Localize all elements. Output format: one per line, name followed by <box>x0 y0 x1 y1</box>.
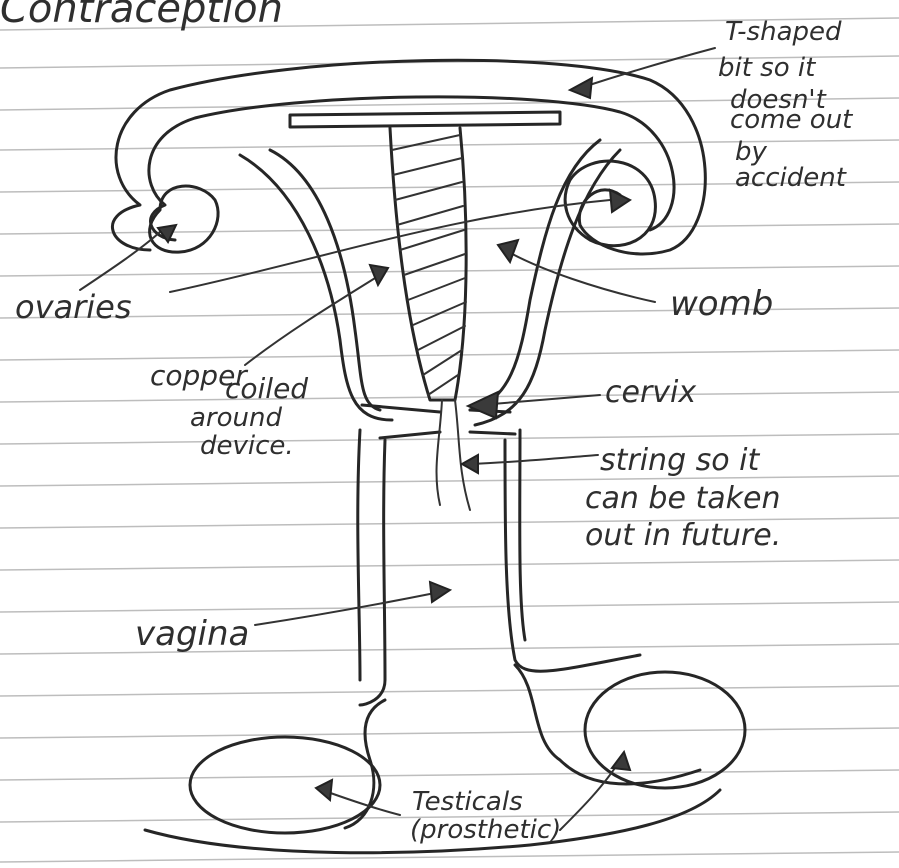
copper-arrowhead <box>370 265 388 285</box>
cervix-left <box>362 405 440 438</box>
label-t-shaped: T-shaped bit so it doesn't come out by a… <box>718 17 853 193</box>
copper-line-2: coiled <box>225 372 308 405</box>
page-title-partial: Contraception <box>0 0 283 32</box>
testicals-arrow-right <box>560 760 620 830</box>
testicals-line-2: (prosthetic) <box>410 815 561 845</box>
t-shaped-line-4: come out <box>730 105 853 135</box>
t-shaped-line-2: bit so it <box>718 53 816 83</box>
left-ovary-outline <box>150 186 218 252</box>
testicals-arrowhead-right <box>612 752 630 770</box>
string-line-1: string so it <box>600 443 761 478</box>
vagina-arrowhead <box>430 582 450 602</box>
copper-arrow <box>245 275 380 365</box>
label-copper: copper coiled around device. <box>150 359 308 461</box>
label-ovaries: ovaries <box>15 288 132 326</box>
label-womb: womb <box>670 284 773 324</box>
womb-arrow <box>505 250 655 302</box>
label-string: string so it can be taken out in future. <box>585 443 781 553</box>
womb-arrowhead <box>498 240 518 262</box>
string-line-2: can be taken <box>585 481 780 516</box>
copper-line-3: around <box>190 403 282 433</box>
string-arrow <box>470 455 598 464</box>
label-testicals: Testicals (prosthetic) <box>410 787 561 845</box>
label-cervix: cervix <box>605 375 696 410</box>
uterus-outer-outline <box>112 60 705 254</box>
t-shaped-arrowhead <box>570 78 592 98</box>
iud-crossbar <box>290 112 560 127</box>
copper-line-4: device. <box>200 431 294 461</box>
vagina-left-wall-outer <box>358 430 360 680</box>
iud-stem <box>390 128 466 400</box>
t-shaped-line-6: accident <box>735 163 847 193</box>
label-vagina: vagina <box>135 614 249 654</box>
testicals-arrow-left <box>322 790 400 815</box>
uterus-inner-outline <box>149 97 674 240</box>
lower-right-wall <box>515 665 700 784</box>
string-arrowhead <box>462 455 478 473</box>
string-line-3: out in future. <box>585 518 781 553</box>
testicals-line-1: Testicals <box>412 787 523 817</box>
testicals-arrowhead-left <box>316 780 332 800</box>
iud-string <box>437 400 470 510</box>
vagina-left-wall <box>360 440 385 705</box>
t-shaped-line-1: T-shaped <box>725 17 842 47</box>
